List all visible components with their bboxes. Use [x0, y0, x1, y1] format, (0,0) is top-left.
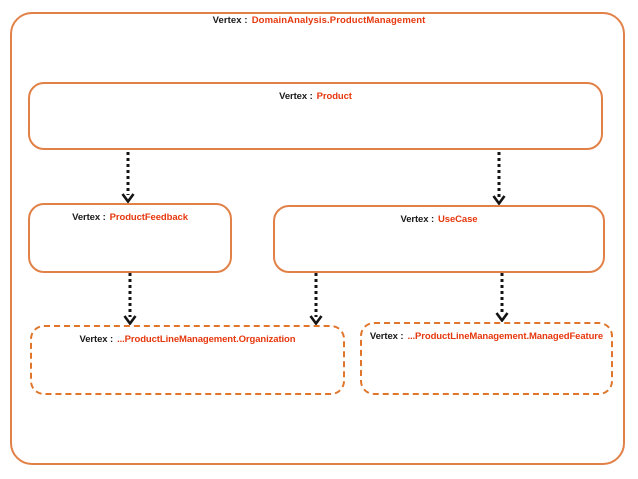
arrowhead-down-icon	[123, 315, 137, 325]
edge-product-to-usecase	[492, 152, 506, 205]
diagram-title: Vertex :DomainAnalysis.ProductManagement	[0, 15, 638, 26]
vertex-managedfeature-label: Vertex :...ProductLineManagement.Managed…	[362, 331, 611, 342]
arrowhead-down-icon	[492, 195, 506, 205]
vertex-label-prefix: Vertex :	[400, 214, 435, 225]
arrowhead-down-icon	[121, 193, 135, 203]
vertex-label-prefix: Vertex :	[279, 91, 313, 102]
vertex-productfeedback: Vertex :ProductFeedback	[28, 203, 232, 273]
edge-dotted-line	[497, 152, 501, 197]
vertex-label-name: ProductFeedback	[109, 212, 188, 223]
vertex-label-name: Product	[316, 91, 352, 102]
vertex-label-prefix: Vertex :	[369, 331, 404, 342]
edge-dotted-line	[128, 273, 132, 317]
vertex-label-prefix: Vertex :	[72, 212, 106, 223]
edge-dotted-line	[500, 273, 504, 314]
vertex-label-prefix: Vertex :	[79, 334, 114, 345]
edge-usecase-to-managedfeature	[495, 273, 509, 322]
vertex-label-name: ...ProductLineManagement.Organization	[117, 334, 296, 345]
vertex-managedfeature: Vertex :...ProductLineManagement.Managed…	[360, 322, 613, 395]
edge-productfeedback-to-organization	[123, 273, 137, 325]
vertex-usecase: Vertex :UseCase	[273, 205, 605, 273]
vertex-label-name: UseCase	[438, 214, 478, 225]
edge-product-to-productfeedback	[121, 152, 135, 203]
vertex-productfeedback-label: Vertex :ProductFeedback	[30, 212, 230, 223]
vertex-organization-label: Vertex :...ProductLineManagement.Organiz…	[32, 334, 343, 345]
edge-usecase-to-organization	[309, 273, 323, 325]
vertex-label-name: ...ProductLineManagement.ManagedFeature	[407, 331, 604, 342]
edge-dotted-line	[126, 152, 130, 195]
edge-dotted-line	[314, 273, 318, 317]
arrowhead-down-icon	[309, 315, 323, 325]
vertex-usecase-label: Vertex :UseCase	[275, 214, 603, 225]
arrowhead-down-icon	[495, 312, 509, 322]
title-name: DomainAnalysis.ProductManagement	[251, 15, 426, 26]
title-prefix: Vertex :	[212, 15, 248, 26]
vertex-product-label: Vertex :Product	[30, 91, 601, 102]
vertex-product: Vertex :Product	[28, 82, 603, 150]
vertex-organization: Vertex :...ProductLineManagement.Organiz…	[30, 325, 345, 395]
